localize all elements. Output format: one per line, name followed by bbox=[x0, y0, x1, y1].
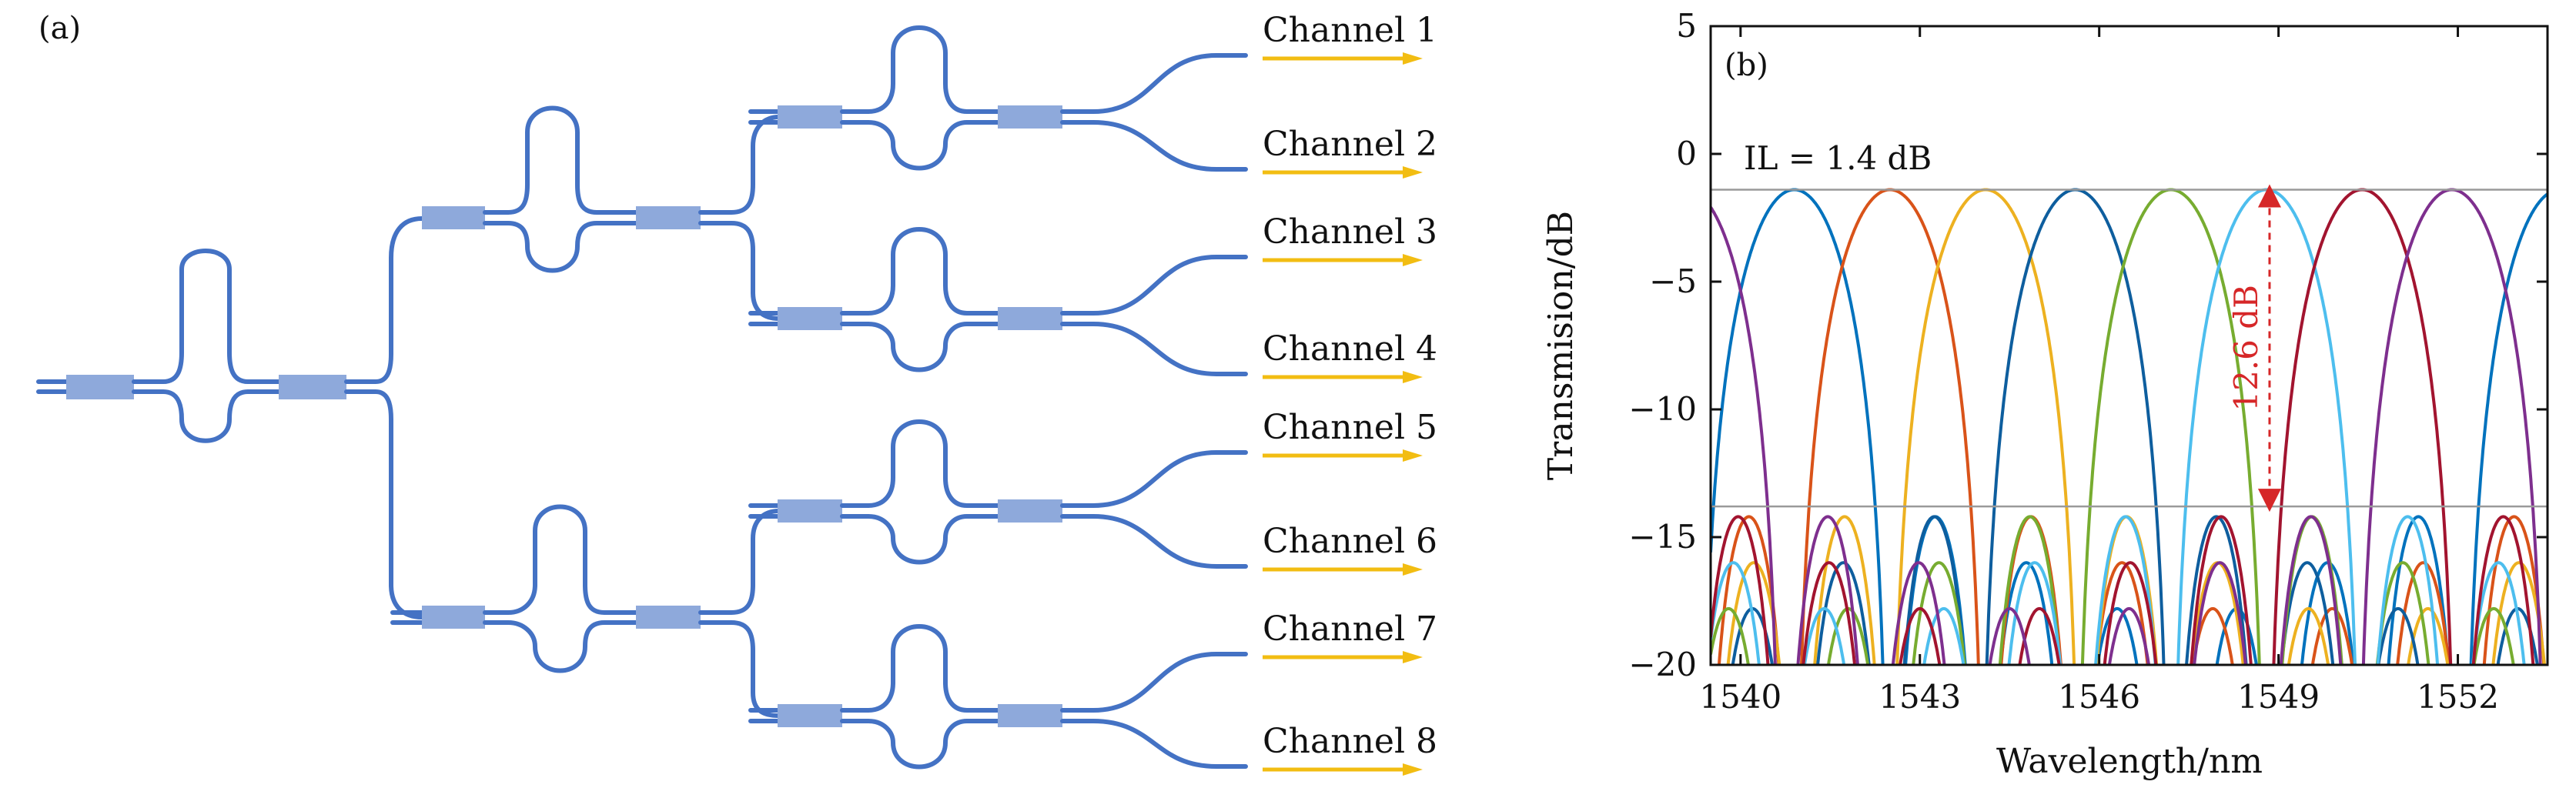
coupler bbox=[778, 307, 842, 330]
channel-label: Channel 6 bbox=[1263, 522, 1437, 561]
coupler bbox=[636, 606, 701, 629]
panel-b-spectrum-chart: 1540 1543 1546 1549 1552 5 0 −5 −10 −15 −20 (b) I… bbox=[1541, 7, 2549, 781]
mzi-stage-2-lower bbox=[390, 504, 785, 718]
y-tick-label: 0 bbox=[1676, 135, 1697, 172]
reference-lines bbox=[1711, 189, 2548, 508]
panel-a-label: (a) bbox=[38, 11, 81, 46]
plot-frame bbox=[1709, 25, 2549, 666]
spectrum-series bbox=[1711, 188, 2526, 665]
coupler bbox=[778, 499, 842, 523]
mzi-stage-1 bbox=[36, 216, 426, 619]
x-tick-label: 1552 bbox=[2417, 678, 2499, 716]
x-tick-label: 1543 bbox=[1878, 678, 1961, 716]
spectrum-series bbox=[1717, 188, 2546, 665]
channel-arrow bbox=[1263, 371, 1423, 383]
panel-a-mzi-tree: (a) bbox=[36, 11, 1437, 776]
extinction-label: 12.6 dB bbox=[2227, 285, 2265, 412]
channel-label: Channel 5 bbox=[1263, 408, 1437, 447]
extinction-annotation: 12.6 dB bbox=[2227, 184, 2281, 513]
coupler bbox=[998, 704, 1062, 727]
spectrum-series bbox=[1711, 188, 2535, 665]
channel-label: Channel 1 bbox=[1263, 11, 1437, 50]
channel-label: Channel 3 bbox=[1263, 212, 1437, 252]
y-tick-label: −20 bbox=[1628, 646, 1697, 683]
x-tick-label: 1546 bbox=[2058, 678, 2140, 716]
y-tick-label: −15 bbox=[1628, 518, 1697, 556]
output-channels: Channel 1 Channel 2 Channel 3 Channel 4 Chan… bbox=[1263, 11, 1437, 776]
coupler bbox=[998, 105, 1062, 129]
channel-label: Channel 8 bbox=[1263, 722, 1437, 761]
coupler bbox=[422, 606, 485, 629]
mzi-stage-2-upper bbox=[422, 105, 785, 321]
coupler bbox=[66, 375, 134, 399]
channel-label: Channel 7 bbox=[1263, 609, 1437, 649]
spectrum-series bbox=[1731, 188, 2539, 665]
spectrum-series bbox=[1711, 188, 2542, 665]
y-tick-label: −5 bbox=[1649, 262, 1697, 300]
coupler bbox=[778, 105, 842, 129]
channel-arrow bbox=[1263, 166, 1423, 179]
y-tick-label: −10 bbox=[1628, 390, 1697, 428]
y-axis: 5 0 −5 −10 −15 −20 bbox=[1628, 7, 2548, 683]
spectrum-series bbox=[1711, 188, 2548, 665]
channel-arrow bbox=[1263, 651, 1423, 663]
y-tick-label: 5 bbox=[1676, 7, 1697, 45]
channel-arrow bbox=[1263, 449, 1423, 462]
coupler bbox=[778, 704, 842, 727]
channel-arrow bbox=[1263, 763, 1423, 776]
x-axis-title: Wavelength/nm bbox=[1996, 742, 2263, 781]
channel-label: Channel 2 bbox=[1263, 125, 1437, 164]
spectrum-series bbox=[1711, 188, 2515, 665]
coupler bbox=[279, 375, 346, 399]
coupler bbox=[422, 206, 485, 229]
coupler bbox=[998, 307, 1062, 330]
channel-label: Channel 4 bbox=[1263, 329, 1437, 369]
spectrum-curves bbox=[1711, 188, 2548, 665]
mzi-stage-3 bbox=[748, 25, 1248, 770]
coupler bbox=[636, 206, 701, 229]
channel-arrow bbox=[1263, 52, 1423, 65]
x-tick-label: 1540 bbox=[1699, 678, 1781, 716]
x-tick-label: 1549 bbox=[2237, 678, 2320, 716]
y-axis-title: Transmision/dB bbox=[1541, 211, 1581, 480]
coupler bbox=[998, 499, 1062, 523]
insertion-loss-annotation: IL = 1.4 dB bbox=[1744, 139, 1932, 177]
channel-arrow bbox=[1263, 563, 1423, 576]
panel-b-label: (b) bbox=[1725, 48, 1768, 83]
channel-arrow bbox=[1263, 254, 1423, 266]
x-axis: 1540 1543 1546 1549 1552 bbox=[1699, 26, 2499, 716]
